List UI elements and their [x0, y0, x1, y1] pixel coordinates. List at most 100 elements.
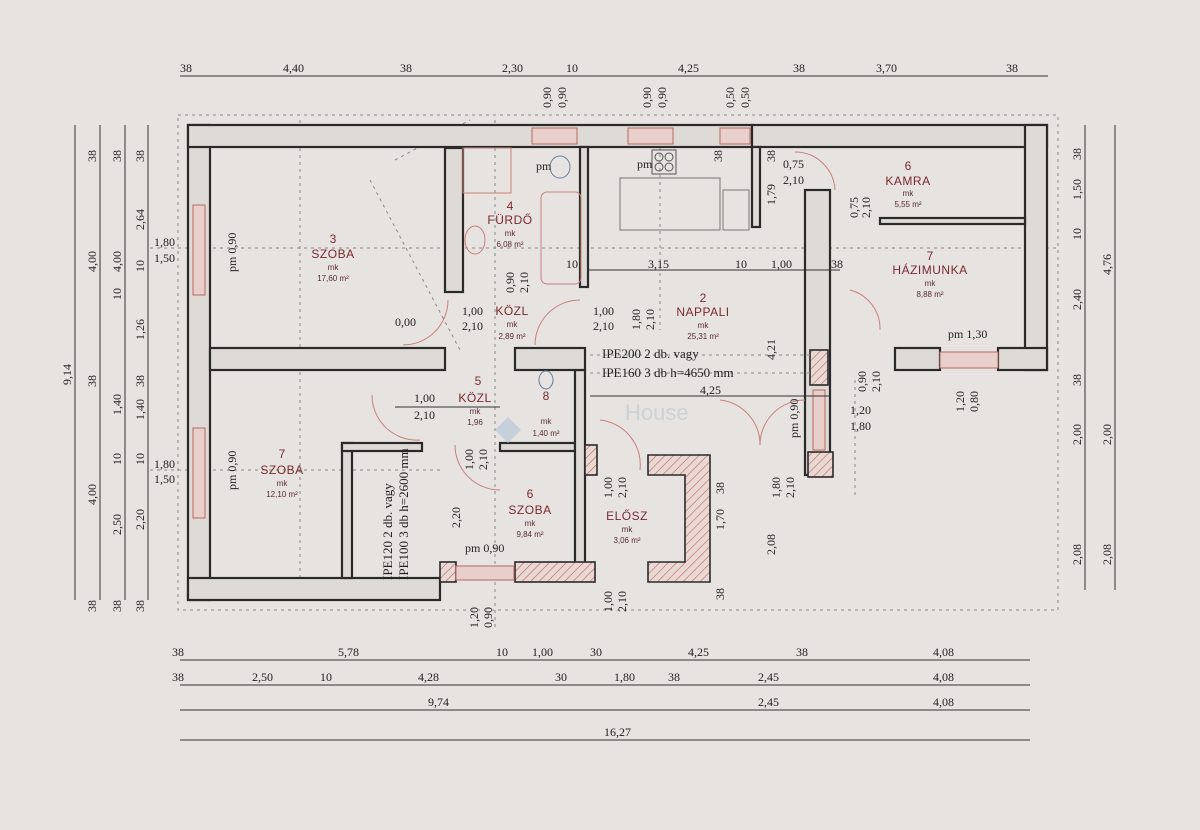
- svg-text:IPE120 2 db. vagy: IPE120 2 db. vagy: [380, 483, 395, 580]
- svg-text:1,00: 1,00: [462, 449, 476, 470]
- svg-text:38: 38: [133, 150, 147, 162]
- bathtub-icon: [540, 191, 582, 285]
- svg-text:4,25: 4,25: [688, 645, 709, 659]
- sink-kitchen-icon: [722, 189, 750, 231]
- dims-bottom: 38 5,78 10 1,00 30 4,25 38 4,08 38 2,50 …: [172, 645, 954, 739]
- svg-text:0,75: 0,75: [847, 197, 861, 218]
- svg-text:2,00: 2,00: [1100, 424, 1114, 445]
- svg-text:KÖZL: KÖZL: [495, 304, 528, 318]
- svg-text:38: 38: [711, 150, 725, 162]
- svg-text:2,64: 2,64: [133, 209, 147, 230]
- svg-text:1,00: 1,00: [601, 591, 615, 612]
- svg-text:38: 38: [713, 482, 727, 494]
- svg-text:1,50: 1,50: [154, 472, 175, 486]
- svg-text:10: 10: [566, 61, 578, 75]
- svg-text:2,10: 2,10: [859, 197, 873, 218]
- svg-text:0,75: 0,75: [783, 157, 804, 171]
- svg-text:SZOBA: SZOBA: [311, 247, 354, 261]
- svg-text:1,00: 1,00: [462, 304, 483, 318]
- svg-text:2,00: 2,00: [1070, 424, 1084, 445]
- room-szoba-6: 6 SZOBA mk 9,84 m²: [508, 487, 551, 539]
- svg-text:3: 3: [330, 232, 337, 246]
- svg-text:6: 6: [905, 159, 912, 173]
- svg-text:4,25: 4,25: [700, 383, 721, 397]
- svg-text:mk: mk: [698, 321, 710, 330]
- svg-text:0,80: 0,80: [967, 391, 981, 412]
- svg-text:4: 4: [507, 199, 514, 213]
- svg-text:38: 38: [180, 61, 192, 75]
- svg-text:NAPPALI: NAPPALI: [676, 305, 729, 319]
- svg-text:10: 10: [496, 645, 508, 659]
- svg-text:10: 10: [110, 288, 124, 300]
- svg-text:IPE200 2 db. vagy: IPE200 2 db. vagy: [602, 346, 699, 361]
- svg-text:38: 38: [713, 588, 727, 600]
- svg-text:1,26: 1,26: [133, 319, 147, 340]
- svg-text:4,08: 4,08: [933, 695, 954, 709]
- dimension-lines: [74, 75, 1116, 741]
- dims-top: 38 4,40 38 2,30 10 4,25 38 3,70 38 0,90 …: [180, 61, 1018, 108]
- svg-text:2,45: 2,45: [758, 695, 779, 709]
- svg-text:1,00: 1,00: [414, 391, 435, 405]
- svg-text:2,10: 2,10: [517, 272, 531, 293]
- svg-text:38: 38: [85, 600, 99, 612]
- svg-text:1,80: 1,80: [629, 309, 643, 330]
- svg-text:0,90: 0,90: [855, 371, 869, 392]
- svg-text:38: 38: [1006, 61, 1018, 75]
- svg-text:1,00: 1,00: [771, 257, 792, 271]
- svg-text:38: 38: [400, 61, 412, 75]
- svg-text:38: 38: [1070, 374, 1084, 386]
- svg-text:10: 10: [735, 257, 747, 271]
- svg-text:7: 7: [927, 249, 934, 263]
- svg-text:5: 5: [475, 374, 482, 388]
- svg-text:38: 38: [172, 670, 184, 684]
- svg-text:4,00: 4,00: [85, 251, 99, 272]
- svg-text:1,20: 1,20: [467, 607, 481, 628]
- svg-text:4,40: 4,40: [283, 61, 304, 75]
- svg-text:25,31 m²: 25,31 m²: [687, 332, 719, 341]
- svg-text:1,00: 1,00: [532, 645, 553, 659]
- svg-text:38: 38: [796, 645, 808, 659]
- svg-text:1,00: 1,00: [593, 304, 614, 318]
- svg-text:30: 30: [590, 645, 602, 659]
- svg-text:1,20: 1,20: [850, 403, 871, 417]
- svg-text:IPE160 3 db h=4650 mm: IPE160 3 db h=4650 mm: [602, 365, 734, 380]
- svg-text:1,40: 1,40: [133, 399, 147, 420]
- svg-text:16,27: 16,27: [604, 725, 631, 739]
- svg-text:2,10: 2,10: [643, 309, 657, 330]
- svg-text:mk: mk: [903, 189, 915, 198]
- svg-text:0,90: 0,90: [503, 272, 517, 293]
- svg-text:mk: mk: [525, 519, 537, 528]
- svg-text:2,10: 2,10: [783, 173, 804, 187]
- svg-text:2,10: 2,10: [476, 449, 490, 470]
- svg-text:1,80: 1,80: [614, 670, 635, 684]
- room-elosz: ELŐSZ mk 3,06 m²: [606, 508, 647, 545]
- svg-text:House: House: [625, 400, 689, 425]
- svg-text:10: 10: [566, 257, 578, 271]
- watermark-logo-icon: [495, 417, 521, 443]
- svg-text:10: 10: [133, 453, 147, 465]
- svg-text:0,50: 0,50: [723, 87, 737, 108]
- svg-text:9,14: 9,14: [60, 364, 74, 385]
- svg-text:4,08: 4,08: [933, 645, 954, 659]
- svg-text:2,20: 2,20: [449, 507, 463, 528]
- svg-text:1,20: 1,20: [953, 391, 967, 412]
- svg-text:mk: mk: [470, 407, 482, 416]
- svg-text:1,79: 1,79: [764, 184, 778, 205]
- svg-text:pm 0,90: pm 0,90: [225, 233, 239, 272]
- svg-text:2,08: 2,08: [1070, 544, 1084, 565]
- svg-text:7: 7: [279, 447, 286, 461]
- svg-text:1,50: 1,50: [1070, 179, 1084, 200]
- svg-text:pm: pm: [637, 157, 653, 171]
- svg-text:0,00: 0,00: [395, 315, 416, 329]
- svg-text:4,00: 4,00: [110, 251, 124, 272]
- stove-icon: [651, 149, 677, 175]
- svg-text:38: 38: [831, 257, 843, 271]
- svg-text:1,80: 1,80: [154, 235, 175, 249]
- svg-text:2,45: 2,45: [758, 670, 779, 684]
- svg-text:6,08 m²: 6,08 m²: [496, 240, 523, 249]
- svg-text:pm 0,90: pm 0,90: [225, 451, 239, 490]
- windows: [192, 127, 999, 581]
- room-szoba-7: 7 SZOBA mk 12,10 m²: [260, 447, 303, 499]
- svg-text:9,74: 9,74: [428, 695, 449, 709]
